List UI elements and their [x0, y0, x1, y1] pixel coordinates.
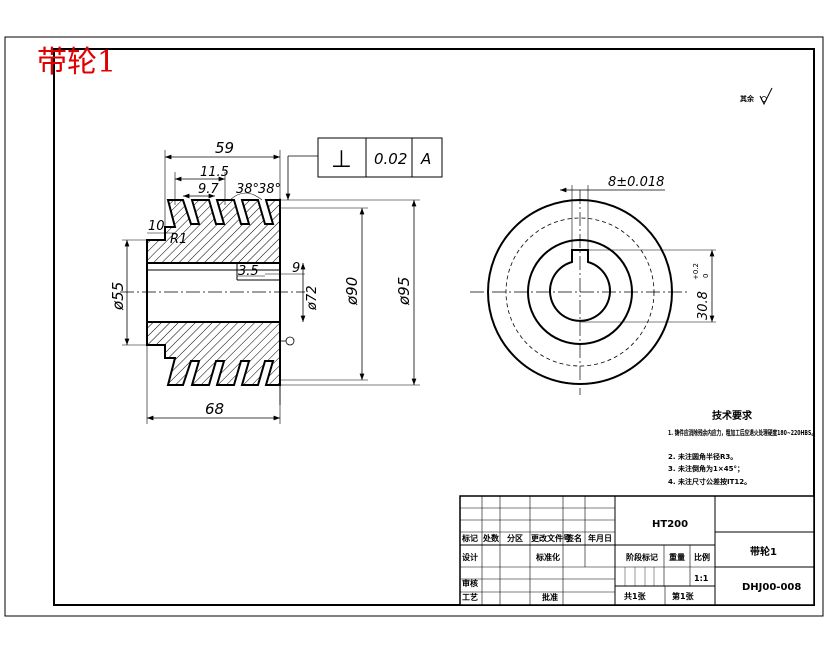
label-review: 审核 — [462, 578, 478, 588]
lower-section-hatch — [146, 321, 281, 386]
dim-d95: ø95 — [395, 277, 413, 306]
dim-11-5: 11.5 — [200, 165, 229, 180]
dim-38-b: 38° — [258, 182, 281, 197]
label-weight: 重量 — [669, 552, 685, 562]
label-stage-mark: 阶段标记 — [626, 552, 658, 562]
drawing-number: DHJ00-008 — [742, 582, 801, 593]
dim-9: 9 — [292, 261, 300, 276]
header-sign: 签名 — [565, 533, 582, 543]
label-designer: 设计 — [462, 552, 478, 562]
tolerance-value: 0.02 — [374, 150, 407, 168]
header-zone: 分区 — [507, 533, 523, 543]
perpendicularity-symbol: ⊥ — [331, 145, 352, 173]
dim-d90: ø90 — [343, 277, 361, 306]
section-dimensions: 59 11.5 9.7 38° 38° 10 R1 3.5 9 ø55 ø72 … — [109, 139, 420, 424]
tolerance-frame: ⊥ 0.02 A — [285, 137, 443, 200]
dim-38-a: 38° — [236, 182, 259, 197]
label-standardization: 标准化 — [535, 552, 560, 562]
outer-frame — [4, 36, 824, 617]
tolerance-datum: A — [420, 150, 431, 168]
dim-key-width: 8±0.018 — [608, 175, 664, 190]
header-mark: 标记 — [461, 533, 478, 543]
upper-section-hatch — [146, 199, 281, 264]
title-block: HT200 带轮1 DHJ00-008 标记 处数 分区 更改文件号 签名 年月… — [459, 495, 815, 606]
label-approve: 批准 — [542, 592, 558, 602]
tech-req-3: 3. 未注倒角为1×45°； — [668, 464, 744, 473]
dim-key-depth: 30.8 — [696, 291, 711, 320]
section-view — [120, 198, 305, 405]
bore — [146, 262, 281, 323]
inner-frame — [53, 48, 815, 606]
header-date: 年月日 — [588, 533, 612, 543]
label-process: 工艺 — [462, 592, 478, 602]
material: HT200 — [652, 519, 688, 530]
tech-req-1: 1. 铸件应消除残余内应力，粗加工后应退火处理硬度180~220HBS。 — [668, 428, 816, 437]
dim-key-tol-low: 0 — [702, 274, 710, 278]
part-name: 带轮1 — [750, 545, 777, 558]
sheet-total: 共1张 — [624, 591, 647, 601]
dim-d72: ø72 — [305, 286, 320, 312]
tech-requirements: 技术要求 1. 铸件应消除残余内应力，粗加工后应退火处理硬度180~220HBS… — [668, 409, 816, 486]
dim-key-tol-up: +0.2 — [692, 263, 700, 280]
dim-r1: R1 — [170, 232, 187, 247]
dim-d55: ø55 — [109, 282, 127, 311]
tech-req-4: 4. 未注尺寸公差按IT12。 — [668, 477, 751, 486]
tech-req-title: 技术要求 — [712, 409, 753, 422]
dim-3-5: 3.5 — [238, 264, 259, 279]
roughness-mark: 其余 — [740, 87, 773, 106]
label-scale: 比例 — [694, 552, 710, 562]
scale-value: 1:1 — [694, 574, 709, 583]
sheet-title: 带轮1 — [37, 45, 116, 80]
header-count: 处数 — [482, 533, 500, 543]
header-change-doc: 更改文件号 — [531, 533, 571, 543]
svg-text:其余: 其余 — [740, 94, 755, 103]
dim-68: 68 — [205, 400, 224, 418]
tech-req-2: 2. 未注圆角半径R3。 — [668, 452, 737, 461]
dim-59: 59 — [215, 139, 234, 157]
end-view: 8±0.018 30.8 +0.2 0 — [470, 175, 716, 395]
dim-9-7: 9.7 — [198, 182, 219, 197]
dim-10: 10 — [148, 219, 165, 234]
sheet-number: 第1张 — [672, 591, 695, 601]
